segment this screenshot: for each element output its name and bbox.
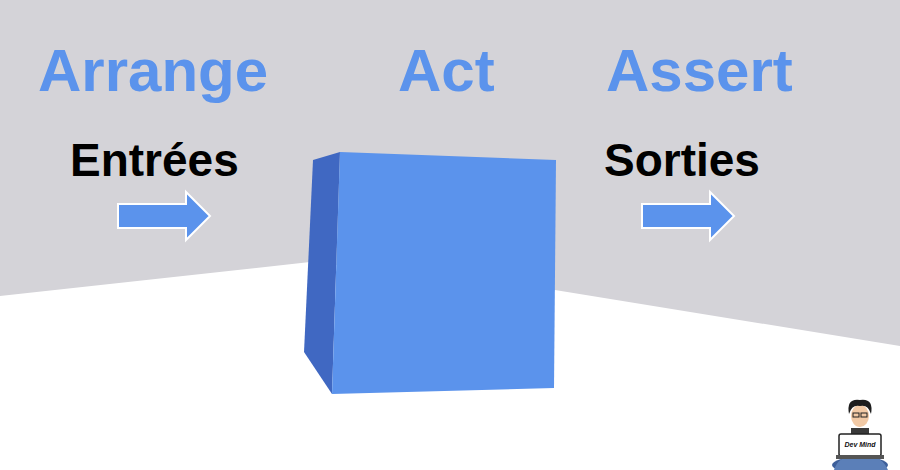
output-arrow bbox=[642, 192, 734, 240]
io-label: Sorties bbox=[604, 137, 760, 183]
step-heading: Act bbox=[398, 41, 495, 101]
step-heading: Assert bbox=[606, 41, 793, 101]
cube-front bbox=[332, 152, 556, 394]
io-label: Entrées bbox=[70, 137, 239, 183]
logo-text: Dev Mind bbox=[844, 441, 875, 448]
input-arrow bbox=[118, 192, 210, 240]
step-heading: Arrange bbox=[38, 41, 268, 101]
logo-figure bbox=[832, 400, 888, 470]
